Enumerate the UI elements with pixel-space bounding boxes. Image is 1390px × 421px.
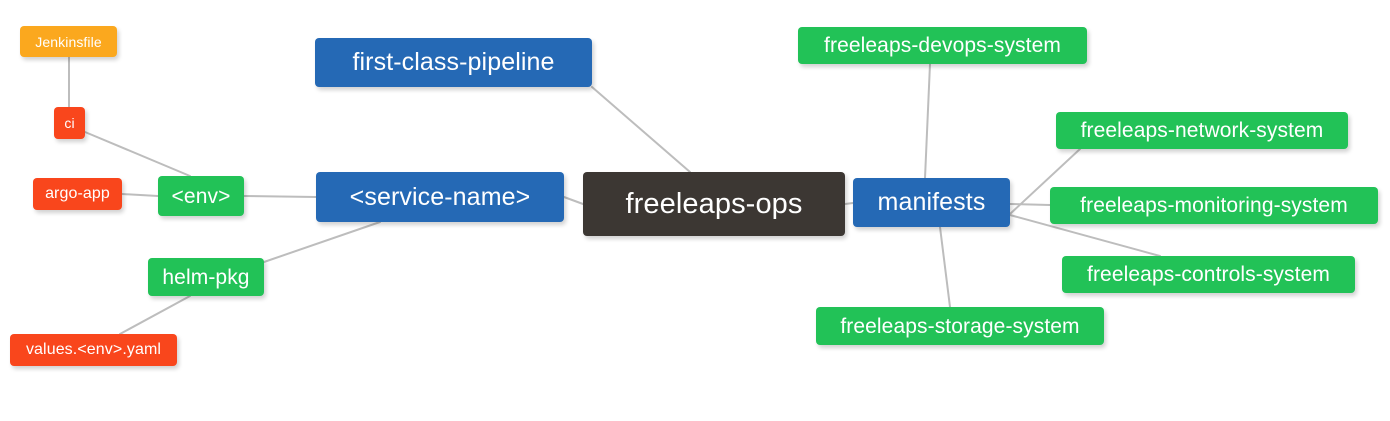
mindmap-node-argo-app[interactable]: argo-app [33,178,122,210]
mindmap-node-jenkinsfile[interactable]: Jenkinsfile [20,26,117,57]
edge-service-name-to-env [243,195,317,198]
mindmap-node-label: freeleaps-controls-system [1087,263,1330,286]
mindmap-node-label: freeleaps-ops [625,187,803,220]
mindmap-node-label: freeleaps-network-system [1080,119,1324,142]
mindmap-node-freeleaps-storage-system[interactable]: freeleaps-storage-system [816,307,1104,345]
edge-freeleaps-ops-to-first-class-pipeline [591,86,691,173]
mindmap-node-ci[interactable]: ci [54,107,85,139]
mindmap-node-label: <env> [171,184,231,208]
edge-manifests-to-freeleaps-storage-system [939,226,951,308]
mindmap-node-freeleaps-devops-system[interactable]: freeleaps-devops-system [798,27,1087,64]
mindmap-node-env[interactable]: <env> [158,176,244,216]
mindmap-node-freeleaps-monitoring-system[interactable]: freeleaps-monitoring-system [1050,187,1378,224]
mindmap-node-label: values.<env>.yaml [25,341,162,358]
mindmap-node-freeleaps-ops[interactable]: freeleaps-ops [583,172,845,236]
mindmap-node-label: helm-pkg [162,265,250,289]
mindmap-node-label: first-class-pipeline [352,48,555,76]
edge-manifests-to-freeleaps-monitoring-system [1009,203,1051,206]
edge-freeleaps-ops-to-manifests [844,202,854,205]
mindmap-node-label: Jenkinsfile [35,33,102,50]
mindmap-node-label: freeleaps-devops-system [824,34,1061,57]
mindmap-node-first-class-pipeline[interactable]: first-class-pipeline [315,38,592,87]
edge-manifests-to-freeleaps-devops-system [924,63,931,179]
mindmap-node-label: ci [64,115,75,131]
mindmap-node-freeleaps-controls-system[interactable]: freeleaps-controls-system [1062,256,1355,293]
mindmap-node-values-yaml[interactable]: values.<env>.yaml [10,334,177,366]
mindmap-node-label: argo-app [45,185,110,202]
mindmap-node-service-name[interactable]: <service-name> [316,172,564,222]
mindmap-node-freeleaps-network-system[interactable]: freeleaps-network-system [1056,112,1348,149]
mindmap-node-label: manifests [877,188,986,216]
edge-env-to-argo-app [121,193,159,197]
edge-env-to-ci [84,131,191,177]
mindmap-node-label: <service-name> [349,182,531,211]
edge-freeleaps-ops-to-service-name [563,196,584,205]
mindmap-node-helm-pkg[interactable]: helm-pkg [148,258,264,296]
mindmap-node-label: freeleaps-monitoring-system [1080,194,1348,217]
mindmap-node-label: freeleaps-storage-system [840,314,1080,338]
mindmap-node-manifests[interactable]: manifests [853,178,1010,227]
edge-helm-pkg-to-values-yaml [119,295,191,335]
edge-service-name-to-helm-pkg [263,221,381,263]
